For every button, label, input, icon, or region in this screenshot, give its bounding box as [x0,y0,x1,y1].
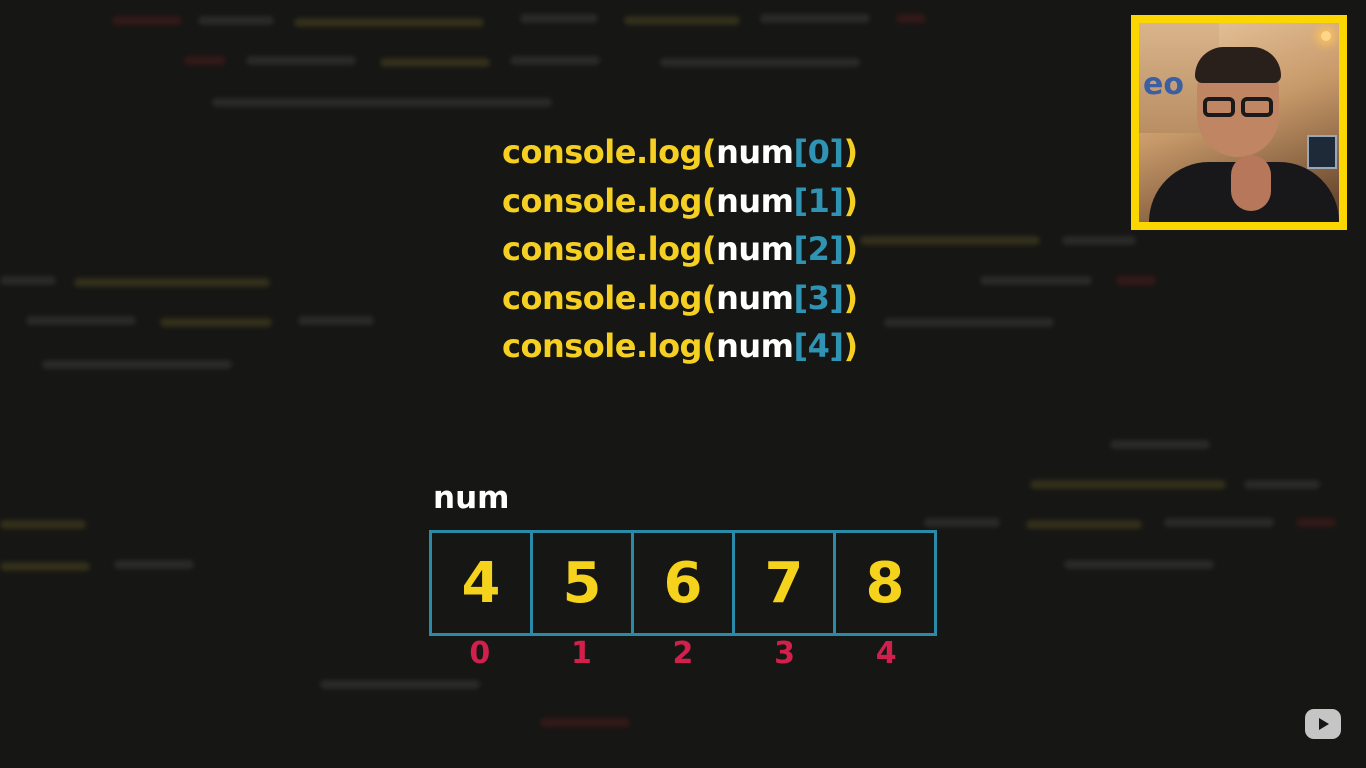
open-bracket: [ [793,133,808,171]
array-identifier: num [716,327,794,365]
array-index-label: 4 [875,636,897,671]
array-index-label: 2 [672,636,694,671]
index-literal: 1 [807,181,830,220]
close-bracket: ] [829,230,844,268]
array-cell: 4 [432,533,533,633]
array-index-label: 1 [570,636,592,671]
webcam-monitor [1307,135,1337,169]
play-triangle-icon [1319,718,1329,730]
array-identifier: num [716,230,794,268]
array-index-label: 3 [774,636,796,671]
video-play-logo-icon[interactable] [1305,709,1341,739]
close-paren: ) [843,278,859,317]
index-literal: 0 [807,133,830,171]
close-paren: ) [843,230,859,268]
array-cell: 8 [865,550,905,616]
close-bracket: ] [829,181,844,220]
array-cell: 5 [533,533,634,633]
array-name-label: num [433,480,510,516]
webcam-background-sign: eo [1143,67,1184,102]
close-bracket: ] [829,327,844,365]
close-bracket: ] [829,133,844,171]
array-index-label: 0 [469,636,491,671]
function-call: console.log( [502,327,717,365]
function-call: console.log( [502,230,717,268]
function-call: console.log( [502,181,717,220]
code-line: console.log(num[2]) [502,225,858,274]
code-line: console.log(num[1]) [502,177,858,226]
array-identifier: num [716,278,794,317]
close-paren: ) [843,133,859,171]
code-block: console.log(num[0]) console.log(num[1]) … [502,128,858,371]
index-literal: 4 [807,327,830,365]
array-cell: 6 [634,533,735,633]
array-indices: 0 1 2 3 4 [429,636,937,671]
open-bracket: [ [793,230,808,268]
array-identifier: num [716,181,794,220]
function-call: console.log( [502,278,717,317]
presenter-hand [1231,155,1271,211]
array-identifier: num [716,133,794,171]
code-line: console.log(num[0]) [502,128,858,177]
array-cell: 7 [735,533,836,633]
index-literal: 3 [807,278,830,317]
presenter-glasses [1197,97,1279,117]
close-paren: ) [843,327,859,365]
array-diagram: 4 5 6 7 8 [429,530,937,636]
code-line: console.log(num[4]) [502,322,858,371]
webcam-lamp [1321,31,1331,41]
close-paren: ) [843,181,859,220]
open-bracket: [ [793,181,808,220]
open-bracket: [ [793,278,808,317]
code-line: console.log(num[3]) [502,274,858,323]
presenter-webcam: eo [1131,15,1347,230]
function-call: console.log( [502,133,717,171]
presenter-hair [1195,47,1281,83]
open-bracket: [ [793,327,808,365]
close-bracket: ] [829,278,844,317]
index-literal: 2 [807,230,830,268]
